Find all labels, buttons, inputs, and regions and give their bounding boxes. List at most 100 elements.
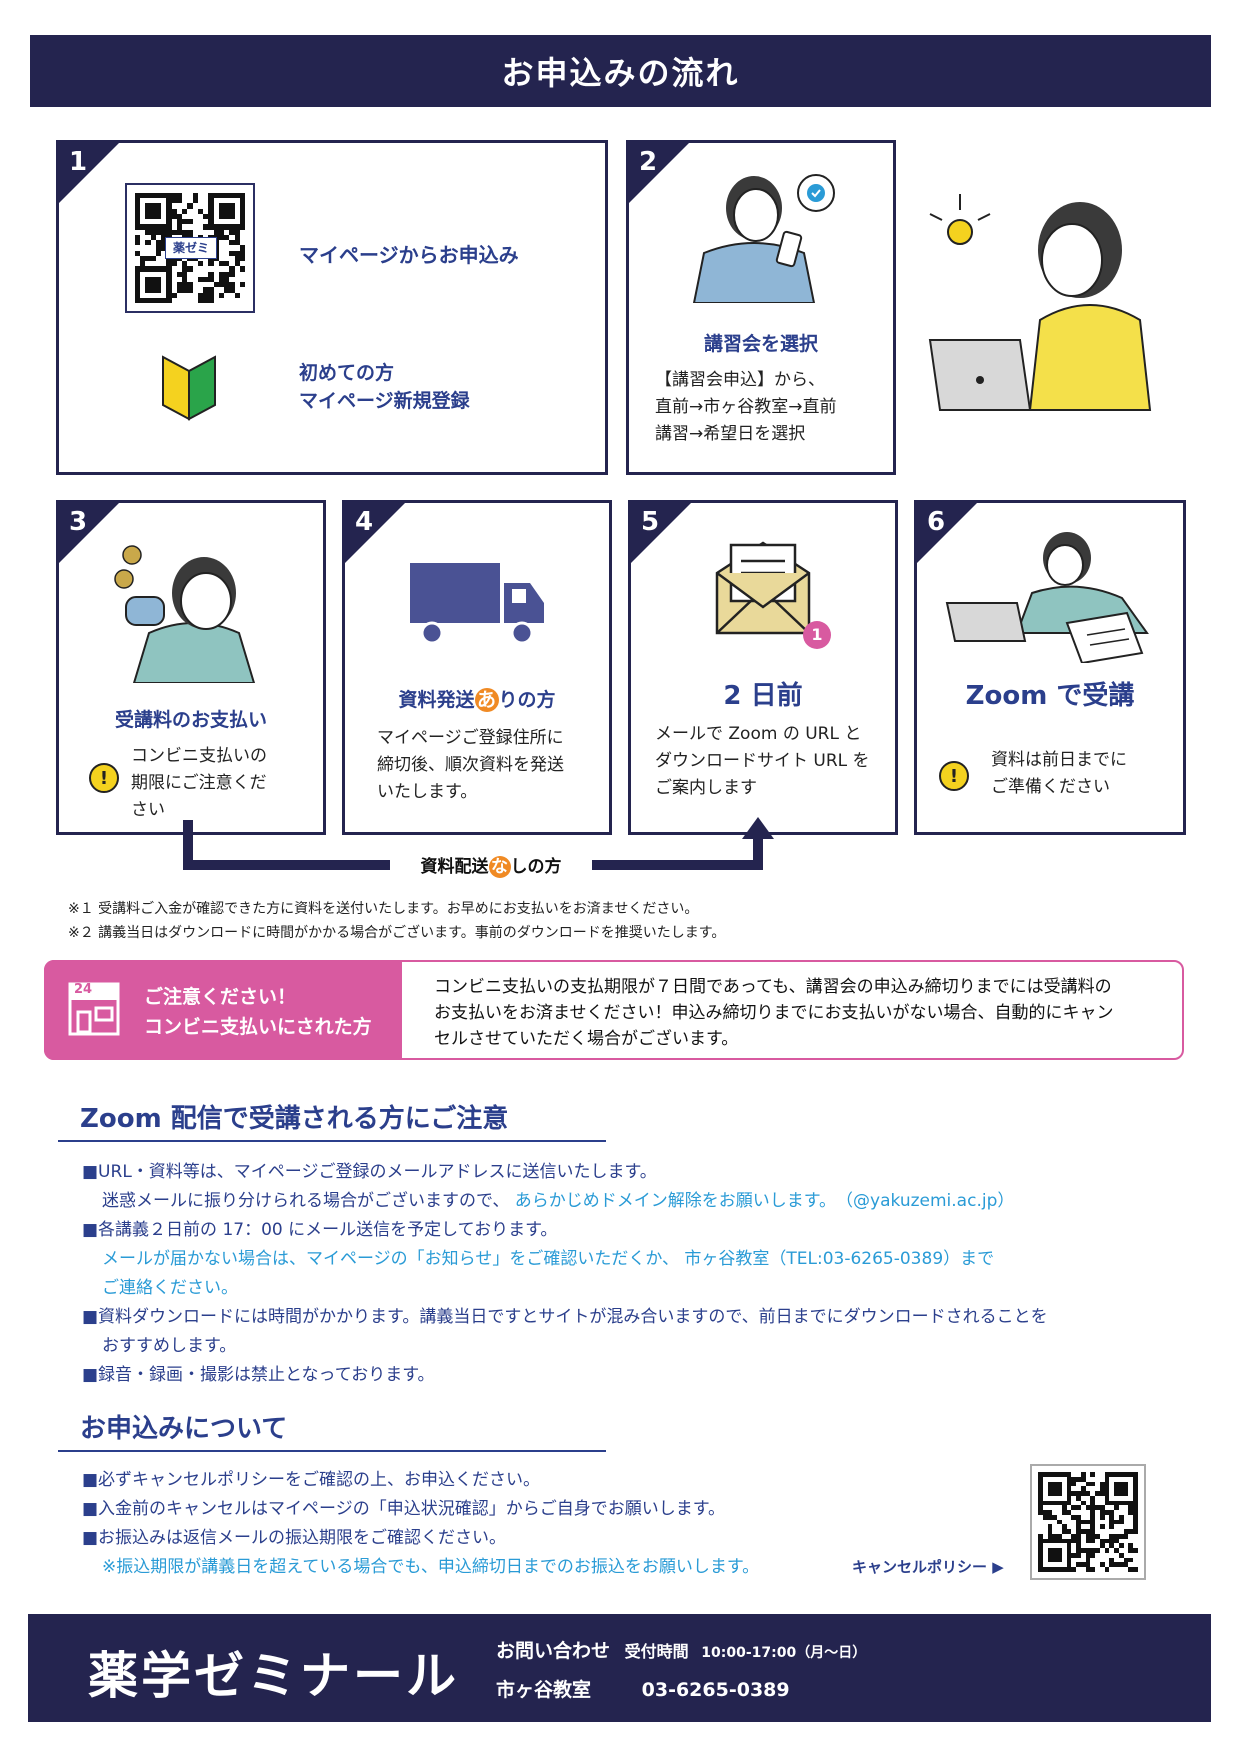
payment-desc: コンビニ支払いの 期限にご注意くだ さい: [131, 743, 267, 824]
office-row: 市ヶ谷教室 03-6265-0389: [496, 1675, 866, 1702]
contact-row: お問い合わせ 受付時間 10:00-17:00（月〜日）: [496, 1636, 866, 1663]
step-corner: [58, 502, 120, 564]
zoom-section-title: Zoom 配信で受講される方にご注意: [80, 1104, 509, 1134]
hours-label: 受付時間: [624, 1642, 689, 1661]
payment-title: 受講料のお支払い: [114, 709, 267, 731]
step-corner: [58, 142, 120, 204]
desc-line: 資料は前日までに: [991, 750, 1127, 770]
section-divider: [58, 1450, 606, 1452]
list-item: メールが届かない場合は、マイページの「お知らせ」をご確認いただくか、 市ヶ谷教室…: [102, 1249, 995, 1269]
desc-line: ダウンロードサイト URL を: [655, 751, 870, 771]
step-2-card: 2 講習会を選択 【講習会申込】から、 直前→市ヶ谷教室→直前 講習→希望日を選…: [626, 140, 896, 475]
step-6-card: 6 Zoom で受講 ! 資料は前日までに ご準備ください: [914, 500, 1186, 835]
store-calendar-icon: [68, 982, 120, 1036]
select-course-title: 講習会を選択: [703, 333, 818, 355]
list-item: おすすめします。: [102, 1336, 237, 1356]
step-number: 6: [927, 507, 946, 537]
step-3-card: 3 受講料のお支払い ! コンビニ支払いの 期限にご注意くだ さい: [56, 500, 326, 835]
step-number: 5: [641, 507, 660, 537]
page-title: お申込みの流れ: [501, 54, 740, 92]
desc-line: 講習→希望日を選択: [655, 424, 806, 444]
desc-line: コンビニ支払いの: [131, 746, 267, 766]
section-divider: [58, 1140, 606, 1142]
apply-section-title: お申込みについて: [80, 1414, 288, 1444]
study-person-illustration-icon: [945, 532, 1149, 663]
qr-pattern: [1038, 1472, 1138, 1572]
warning-icon: !: [89, 763, 119, 793]
title-mark: あ: [474, 688, 499, 712]
desc-line: 期限にご注意くだ: [131, 773, 267, 793]
desc-line: 直前→市ヶ谷教室→直前: [655, 397, 837, 417]
caution-title: ご注意ください！ コンビニ支払いにされた方: [144, 982, 372, 1042]
material-send-desc: マイページご登録住所に 締切後、順次資料を発送 いたします。: [377, 725, 564, 806]
note-1: ※１ 受講料ご入金が確認できた方に資料を送付いたします。お早めにお支払いをお済ま…: [68, 901, 699, 917]
desc-line: ご案内します: [655, 778, 757, 798]
desc-line: 【講習会申込】から、: [655, 370, 825, 390]
caution-body: コンビニ支払いの支払期限が７日間であっても、講習会の申込み締切りまでには受講料の…: [434, 974, 1114, 1052]
zoom-study-desc: 資料は前日までに ご準備ください: [991, 747, 1127, 801]
hours-value: 10:00-17:00（月〜日）: [701, 1645, 867, 1661]
list-item: ■URL・資料等は、マイページご登録のメールアドレスに送信いたします。: [82, 1162, 657, 1182]
select-course-desc: 【講習会申込】から、 直前→市ヶ谷教室→直前 講習→希望日を選択: [655, 367, 837, 448]
desc-line: マイページご登録住所に: [377, 728, 564, 748]
label-part: 資料配送: [420, 857, 489, 877]
contact-info: お問い合わせ 受付時間 10:00-17:00（月〜日） 市ヶ谷教室 03-62…: [496, 1636, 866, 1702]
step-number: 3: [69, 507, 88, 537]
qr-center-label: 薬ゼミ: [165, 237, 217, 259]
two-days-title: 2 日前: [723, 681, 803, 711]
desc-line: いたします。: [377, 782, 478, 802]
zoom-notice-list: ■URL・資料等は、マイページご登録のメールアドレスに送信いたします。 迷惑メー…: [82, 1158, 1048, 1390]
step-corner: [916, 502, 978, 564]
step-number: 4: [355, 507, 374, 537]
new-register-text[interactable]: 初めての方 マイページ新規登録: [299, 359, 470, 415]
list-item: ■必ずキャンセルポリシーをご確認の上、お申込ください。: [82, 1470, 541, 1490]
footer-bar: 薬学ゼミナール お問い合わせ 受付時間 10:00-17:00（月〜日） 市ヶ谷…: [28, 1614, 1211, 1722]
caution-line: セルさせていただく場合がございます。: [434, 1029, 739, 1049]
note-2: ※２ 講義当日はダウンロードに時間がかかる場合がございます。事前のダウンロードを…: [68, 925, 726, 941]
list-item: ※振込期限が講義日を超えている場合でも、申込締切日までのお振込をお願いします。: [102, 1557, 760, 1577]
step-1-card: 1 薬ゼミ マイページからお申込み 初めての方 マイページ新規登録: [56, 140, 608, 475]
caution-header: 24 ご注意ください！ コンビニ支払いにされた方: [44, 960, 402, 1060]
desc-line: ご準備ください: [991, 777, 1110, 797]
first-time-label: 初めての方: [299, 362, 395, 384]
step-4-card: 4 資料発送ありの方 マイページご登録住所に 締切後、順次資料を発送 いたします…: [342, 500, 612, 835]
warning-icon: !: [939, 761, 969, 791]
no-material-label: 資料配送なしの方: [390, 852, 592, 882]
calendar-number: 24: [74, 982, 93, 997]
header-bar: お申込みの流れ: [30, 35, 1211, 107]
step-corner: [628, 142, 690, 204]
list-item: ■録音・録画・撮影は禁止となっております。: [82, 1365, 435, 1385]
domain-note: あらかじめドメイン解除をお願いします。 （@yakuzemi.ac.jp）: [514, 1191, 1015, 1211]
apply-notice-list: ■必ずキャンセルポリシーをご確認の上、お申込ください。 ■入金前のキャンセルはマ…: [82, 1466, 759, 1582]
list-item: 迷惑メールに振り分けられる場合がございますので、 あらかじめドメイン解除をお願い…: [82, 1187, 1048, 1216]
material-send-title: 資料発送ありの方: [345, 685, 609, 712]
caution-title-line: コンビニ支払いにされた方: [144, 1016, 372, 1038]
list-item: ■入金前のキャンセルはマイページの「申込状況確認」からご自身でお願いします。: [82, 1499, 726, 1519]
truck-icon: [410, 563, 544, 645]
notification-badge: 1: [803, 621, 831, 649]
new-register-label: マイページ新規登録: [299, 390, 470, 412]
list-item: ■各講義２日前の 17：00 にメール送信を予定しております。: [82, 1220, 558, 1240]
desc-line: さい: [131, 800, 165, 820]
phone-user-illustration-icon: [692, 174, 835, 303]
cancel-policy-label: キャンセルポリシー: [852, 1558, 988, 1576]
cancel-policy-link[interactable]: キャンセルポリシー ▶: [852, 1556, 1004, 1577]
office-phone[interactable]: 03-6265-0389: [641, 1679, 790, 1701]
step-5-card: 5 1 2 日前 メールで Zoom の URL と ダウンロードサイト URL…: [628, 500, 898, 835]
list-item: ご連絡ください。: [102, 1278, 238, 1298]
contact-label: お問い合わせ: [496, 1640, 611, 1662]
office-name: 市ヶ谷教室: [496, 1679, 592, 1701]
laptop-woman-illustration-icon: [928, 194, 1152, 411]
mypage-apply-link[interactable]: マイページからお申込み: [299, 243, 519, 267]
step-number: 2: [639, 147, 658, 177]
cancel-policy-qr-code[interactable]: [1030, 1464, 1146, 1580]
brand-name: 薬学ゼミナール: [88, 1647, 459, 1705]
caution-title-line: ご注意ください！: [144, 986, 297, 1008]
title-part: 資料発送: [398, 689, 475, 711]
caution-box: 24 ご注意ください！ コンビニ支払いにされた方 コンビニ支払いの支払期限が７日…: [44, 960, 1184, 1060]
beginner-mark-icon: [162, 355, 216, 421]
list-text: 迷惑メールに振り分けられる場合がございますので、: [102, 1191, 510, 1211]
desc-line: メールで Zoom の URL と: [655, 724, 862, 744]
list-item: ■お振込みは返信メールの振込期限をご確認ください。: [82, 1528, 507, 1548]
mypage-qr-code[interactable]: 薬ゼミ: [125, 183, 255, 313]
